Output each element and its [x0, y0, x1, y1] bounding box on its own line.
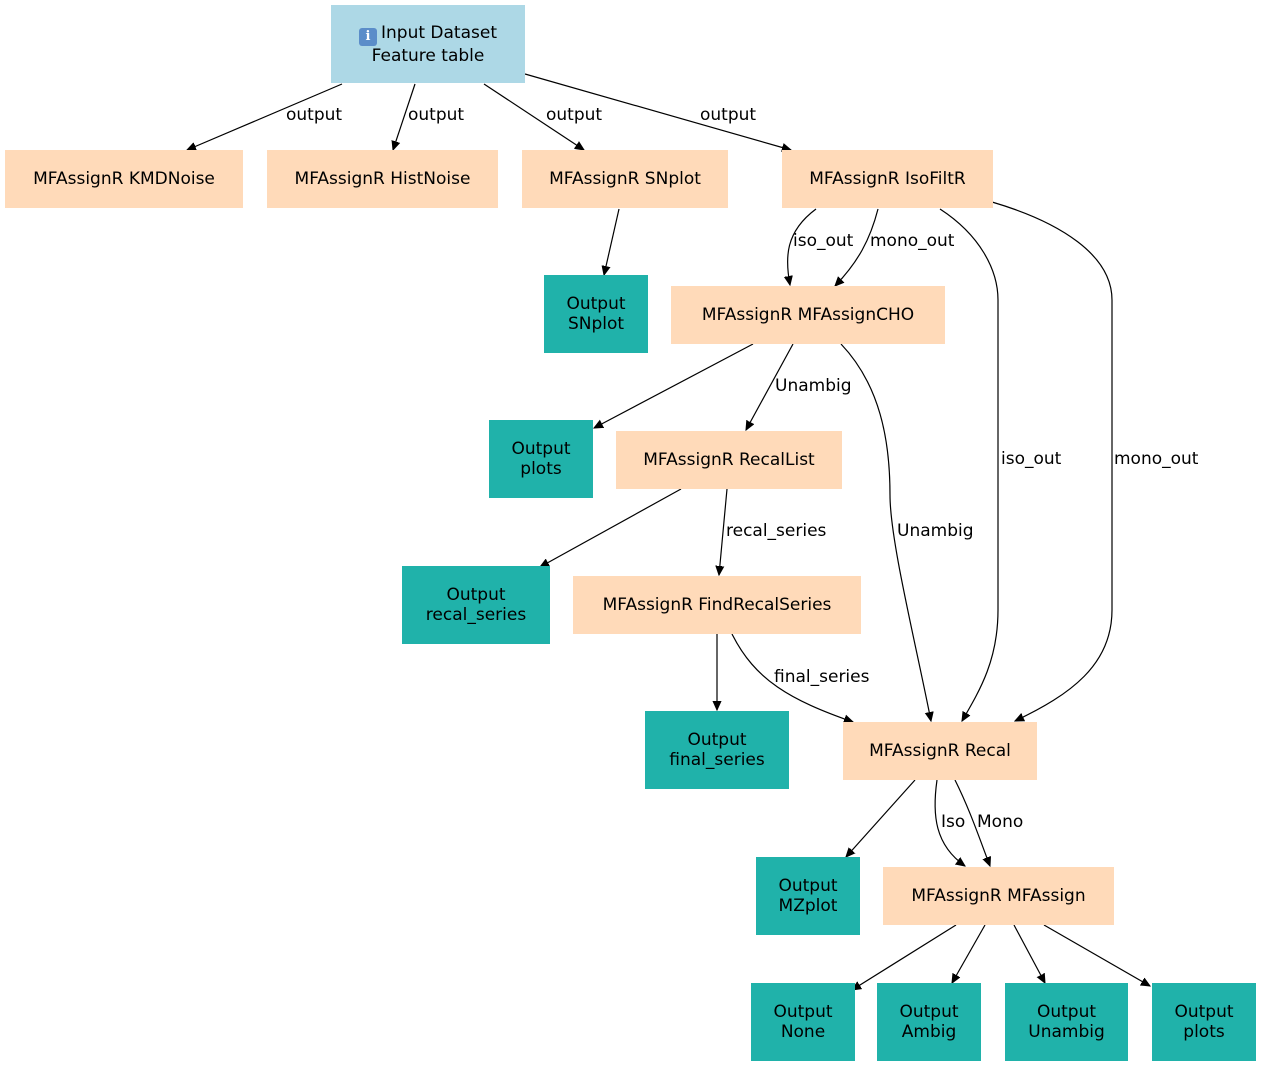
- node-output-plots[interactable]: Output plots: [489, 420, 593, 498]
- node-output-ambig[interactable]: Output Ambig: [877, 983, 981, 1061]
- node-output-mzplot[interactable]: Output MZplot: [756, 857, 860, 935]
- edge-recal-out-mzplot: [846, 779, 916, 857]
- node-output-none[interactable]: Output None: [751, 983, 855, 1061]
- node-label: MFAssignR MFAssignCHO: [701, 305, 915, 325]
- node-recal[interactable]: MFAssignR Recal: [843, 722, 1037, 780]
- edge-input-snplot: [483, 83, 584, 150]
- edge-recal-mfassign-mono: [954, 779, 990, 866]
- edge-label-mono: Mono: [977, 812, 1024, 832]
- output-name: plots: [520, 459, 562, 479]
- edge-input-kmdnoise: [187, 83, 343, 150]
- output-title: Output: [773, 1002, 833, 1022]
- edge-label-output: output: [286, 105, 343, 125]
- output-name: plots: [1183, 1022, 1225, 1042]
- node-output-recal-series[interactable]: Output recal_series: [402, 566, 550, 644]
- edge-recallist-out-recal-series: [540, 488, 682, 567]
- output-name: Unambig: [1028, 1022, 1105, 1042]
- output-title: Output: [446, 585, 506, 605]
- node-label: MFAssignR FindRecalSeries: [602, 595, 832, 615]
- output-title: Output: [511, 439, 571, 459]
- edge-mfassigncho-recal: [840, 343, 931, 721]
- node-histnoise[interactable]: MFAssignR HistNoise: [267, 150, 498, 208]
- output-title: Output: [687, 730, 747, 750]
- edge-label-mono-out: mono_out: [870, 231, 955, 251]
- node-label: MFAssignR KMDNoise: [33, 169, 215, 189]
- output-name: MZplot: [778, 896, 838, 916]
- input-title: Input Dataset: [381, 22, 497, 43]
- output-title: Output: [1174, 1002, 1234, 1022]
- edge-input-histnoise: [393, 83, 416, 150]
- output-title: Output: [566, 294, 626, 314]
- edge-mfassign-out-none: [852, 924, 957, 990]
- node-mfassign[interactable]: MFAssignR MFAssign: [883, 867, 1114, 925]
- node-recallist[interactable]: MFAssignR RecalList: [616, 431, 842, 489]
- edge-input-isofiltr: [524, 73, 791, 150]
- input-subtitle: Feature table: [371, 45, 485, 66]
- edge-label-iso-out: iso_out: [793, 231, 854, 251]
- edge-mfassigncho-out-plots: [594, 343, 754, 428]
- edge-label-mono-out: mono_out: [1114, 449, 1199, 469]
- edge-mfassign-out-unambig: [1013, 924, 1045, 983]
- node-isofiltr[interactable]: MFAssignR IsoFiltR: [782, 150, 993, 208]
- edge-label-iso: Iso: [941, 812, 966, 832]
- edge-label-unambig: Unambig: [897, 521, 974, 541]
- output-name: recal_series: [425, 605, 527, 625]
- edge-recallist-findrecalseries: [719, 488, 728, 575]
- node-output-unambig[interactable]: Output Unambig: [1005, 983, 1128, 1061]
- output-title: Output: [778, 876, 838, 896]
- edge-isofiltr-mfassigncho-iso: [788, 208, 817, 285]
- edge-label-output: output: [546, 105, 603, 125]
- output-name: Ambig: [901, 1022, 957, 1042]
- edge-label-iso-out: iso_out: [1001, 449, 1062, 469]
- edge-label-recal-series: recal_series: [726, 521, 827, 541]
- output-name: SNplot: [567, 314, 625, 334]
- node-label: MFAssignR Recal: [869, 741, 1011, 761]
- output-title: Output: [899, 1002, 959, 1022]
- node-output-snplot[interactable]: Output SNplot: [544, 275, 648, 353]
- edge-mfassign-out-plots: [1043, 924, 1150, 986]
- edge-isofiltr-recal-mono: [991, 201, 1113, 722]
- node-findrecalseries[interactable]: MFAssignR FindRecalSeries: [573, 576, 861, 634]
- info-icon: i: [359, 27, 377, 46]
- node-kmdnoise[interactable]: MFAssignR KMDNoise: [5, 150, 243, 208]
- edge-label-final-series: final_series: [774, 667, 870, 687]
- output-title: Output: [1036, 1002, 1097, 1022]
- output-name: final_series: [669, 750, 765, 770]
- edge-mfassigncho-recallist: [746, 343, 794, 430]
- edge-isofiltr-recal-iso: [939, 208, 999, 721]
- edge-mfassign-out-ambig: [952, 924, 986, 983]
- output-name: None: [780, 1022, 826, 1042]
- node-output-final-series[interactable]: Output final_series: [645, 711, 789, 789]
- node-snplot[interactable]: MFAssignR SNplot: [522, 150, 728, 208]
- node-label: MFAssignR SNplot: [549, 169, 701, 189]
- edge-label-unambig: Unambig: [775, 376, 852, 396]
- node-label: MFAssignR HistNoise: [294, 169, 471, 189]
- node-label: MFAssignR IsoFiltR: [809, 169, 966, 189]
- edge-label-output: output: [700, 105, 757, 125]
- node-mfassigncho[interactable]: MFAssignR MFAssignCHO: [671, 286, 945, 344]
- edge-recal-mfassign-iso: [934, 779, 965, 866]
- edge-snplot-out-snplot: [604, 208, 620, 275]
- node-output-plots-final[interactable]: Output plots: [1152, 983, 1256, 1061]
- edge-label-output: output: [408, 105, 465, 125]
- node-label: MFAssignR MFAssign: [911, 886, 1086, 906]
- edge-isofiltr-mfassigncho-mono: [835, 208, 879, 286]
- node-label: MFAssignR RecalList: [643, 450, 815, 470]
- edge-findrecalseries-recal: [731, 633, 853, 722]
